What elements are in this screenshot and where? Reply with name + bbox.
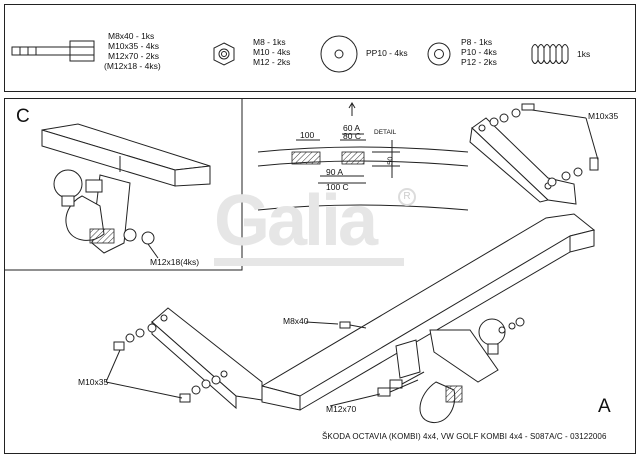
plate-washer-label: PP10 - 4ks bbox=[366, 48, 408, 58]
dim-80c: 80 C bbox=[343, 131, 361, 141]
detail-letter: C bbox=[16, 106, 30, 127]
logo-underline bbox=[214, 258, 404, 266]
label-m10x35-left: M10x35 bbox=[78, 377, 109, 387]
nut-label-1: M8 - 1ks bbox=[253, 37, 286, 47]
detail-bolt-label: M12x18(4ks) bbox=[150, 257, 200, 267]
dim-detail: DETAIL bbox=[374, 129, 397, 136]
washer-label-3: P12 - 2ks bbox=[461, 57, 497, 67]
spring-pin-label: 1ks bbox=[577, 49, 591, 59]
dim-100: 100 bbox=[300, 130, 315, 140]
washer-label-1: P8 - 1ks bbox=[461, 37, 493, 47]
dim-50: 50 bbox=[385, 156, 395, 165]
nut-label-2: M10 - 4ks bbox=[253, 47, 291, 57]
main-assembly-drawing bbox=[105, 103, 599, 424]
dim-100c: 100 C bbox=[326, 182, 349, 192]
bolt-label-1: M8x40 - 1ks bbox=[108, 31, 155, 41]
dimension-detail bbox=[257, 102, 469, 211]
spring-pin-icon bbox=[531, 44, 569, 64]
assembly-panel bbox=[4, 98, 636, 454]
bolt-label-3: M12x70 - 2ks bbox=[108, 51, 160, 61]
assembly-letter: A bbox=[598, 396, 611, 417]
galia-logo: Galia R bbox=[214, 181, 416, 268]
bolt-icon bbox=[11, 40, 95, 62]
nut-label-3: M12 - 2ks bbox=[253, 57, 291, 67]
washer-label-2: P10 - 4ks bbox=[461, 47, 497, 57]
registered-mark-icon: R bbox=[398, 188, 416, 206]
plate-washer-icon bbox=[320, 35, 358, 73]
detail-c-drawing bbox=[41, 123, 211, 259]
footer-caption: ŠKODA OCTAVIA (KOMBI) 4x4, VW GOLF KOMBI… bbox=[322, 432, 607, 441]
label-m8x40: M8x40 bbox=[283, 316, 309, 326]
bolt-label-4: (M12x18 - 4ks) bbox=[104, 61, 161, 71]
label-m12x70: M12x70 bbox=[326, 404, 357, 414]
bolt-label-2: M10x35 - 4ks bbox=[108, 41, 160, 51]
hardware-panel bbox=[4, 4, 636, 92]
dim-90a: 90 A bbox=[326, 167, 344, 177]
dim-60a: 60 A bbox=[343, 123, 361, 133]
nut-icon bbox=[213, 42, 235, 66]
label-m10x35-top: M10x35 bbox=[588, 111, 619, 121]
detail-c-border bbox=[4, 98, 243, 271]
washer-icon bbox=[427, 42, 451, 66]
logo-text: Galia bbox=[214, 181, 378, 261]
